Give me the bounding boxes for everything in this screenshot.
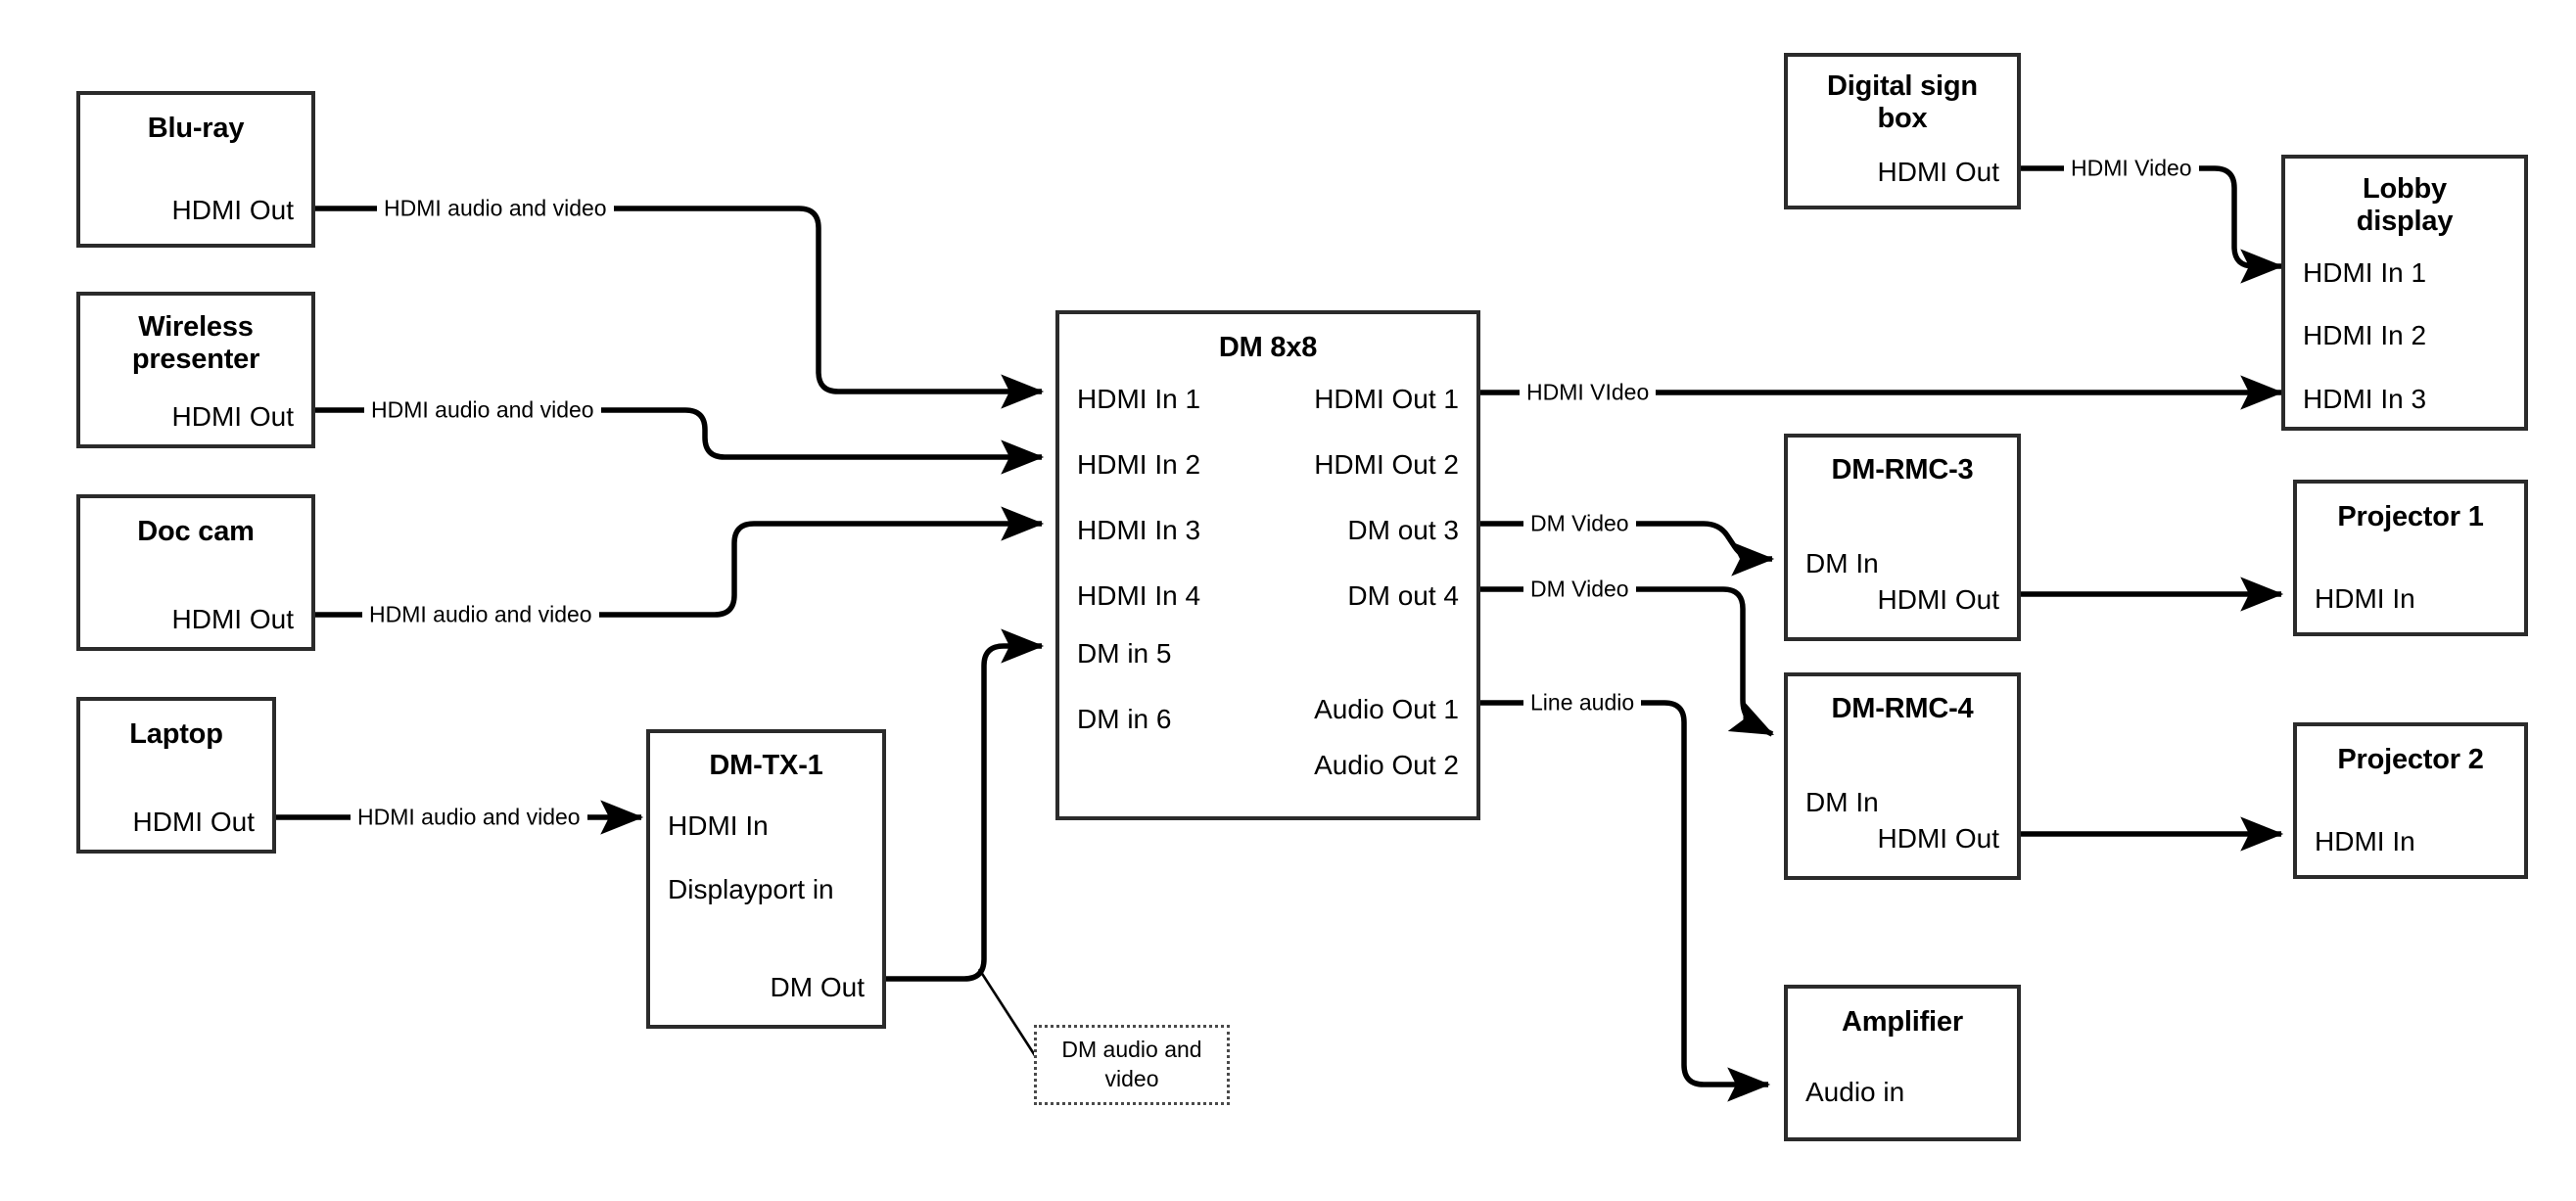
projector-2-port-hdmi-in: HDMI In	[2315, 826, 2415, 856]
wire-label-bluray-to-dm: HDMI audio and video	[377, 197, 614, 220]
wireless-presenter-port-hdmi-out: HDMI Out	[171, 401, 294, 432]
wireless-presenter-title-line1: Wireless	[138, 311, 254, 343]
node-projector-1[interactable]: Projector 1 HDMI In	[2293, 480, 2528, 636]
digital-sign-box-title-line1: Digital sign	[1827, 70, 1978, 102]
callout-leader-line	[977, 968, 1040, 1061]
node-laptop[interactable]: Laptop HDMI Out	[76, 697, 276, 854]
dm-8x8-output-hdmi-out-2: HDMI Out 2	[1314, 449, 1459, 480]
dm-tx-1-port-displayport-in: Displayport in	[668, 874, 834, 904]
wire-label-dm-hdmi-out-1-to-lobby: HDMI VIdeo	[1520, 381, 1657, 404]
lobby-display-port-hdmi-in-3: HDMI In 3	[2303, 384, 2427, 414]
bluray-title: Blu-ray	[147, 113, 245, 144]
wireless-presenter-title-line2: presenter	[131, 344, 260, 375]
wire-label-dm-out-4-to-rmc4: DM Video	[1523, 577, 1636, 601]
dm-8x8-output-dm-out-4: DM out 4	[1347, 580, 1459, 611]
wire-label-laptop-to-dmtx1: HDMI audio and video	[351, 806, 587, 829]
lobby-display-title-line2: display	[2356, 206, 2454, 237]
wire-doccam-to-dm-hdmi-in-3	[315, 506, 1045, 618]
dm-8x8-title: DM 8x8	[1218, 332, 1318, 363]
projector-2-title: Projector 2	[2337, 744, 2484, 775]
dm-8x8-output-audio-out-2: Audio Out 2	[1314, 750, 1459, 780]
wire-label-audio-out-1-to-amplifier: Line audio	[1523, 691, 1642, 715]
wire-audio-out-1-to-amplifier	[1480, 700, 1771, 1102]
digital-sign-box-title-line2: box	[1877, 103, 1928, 134]
projector-1-title: Projector 1	[2337, 501, 2484, 532]
dm-rmc-3-port-dm-in: DM In	[1805, 548, 1879, 578]
wire-label-sign-to-lobby: HDMI Video	[2064, 157, 2199, 180]
wire-sign-to-lobby-hdmi-in-1	[2021, 165, 2284, 284]
dm-8x8-input-dm-in-5: DM in 5	[1077, 638, 1172, 669]
node-dm-rmc-4[interactable]: DM-RMC-4 DM In HDMI Out	[1784, 672, 2021, 880]
wire-label-dm-out-3-to-rmc3: DM Video	[1523, 512, 1636, 535]
wire-label-wireless-to-dm: HDMI audio and video	[364, 398, 601, 422]
wire-dmtx1-to-dm-in-5	[886, 628, 1045, 982]
dm-8x8-output-audio-out-1: Audio Out 1	[1314, 694, 1459, 724]
bluray-port-hdmi-out: HDMI Out	[171, 195, 294, 225]
callout-dm-audio-and-video: DM audio and video	[1034, 1025, 1230, 1105]
digital-sign-box-port-hdmi-out: HDMI Out	[1877, 157, 1999, 187]
node-wireless-presenter[interactable]: Wireless presenter HDMI Out	[76, 292, 315, 448]
wire-dm-out-3-to-rmc3	[1480, 521, 1775, 577]
amplifier-port-audio-in: Audio in	[1805, 1077, 1905, 1107]
dm-rmc-4-port-dm-in: DM In	[1805, 787, 1879, 817]
lobby-display-port-hdmi-in-1: HDMI In 1	[2303, 257, 2427, 288]
dm-8x8-input-hdmi-in-2: HDMI In 2	[1077, 449, 1201, 480]
node-doc-cam[interactable]: Doc cam HDMI Out	[76, 494, 315, 651]
node-dm-rmc-3[interactable]: DM-RMC-3 DM In HDMI Out	[1784, 434, 2021, 641]
dm-tx-1-title: DM-TX-1	[709, 750, 823, 781]
laptop-title: Laptop	[129, 718, 223, 750]
dm-tx-1-port-dm-out: DM Out	[770, 972, 865, 1002]
node-amplifier[interactable]: Amplifier Audio in	[1784, 985, 2021, 1141]
dm-8x8-input-hdmi-in-4: HDMI In 4	[1077, 580, 1201, 611]
doc-cam-title: Doc cam	[137, 516, 255, 547]
doc-cam-port-hdmi-out: HDMI Out	[171, 604, 294, 634]
wire-bluray-to-dm-hdmi-in-1	[315, 206, 1045, 409]
wire-dm-out-4-to-rmc4	[1480, 586, 1774, 737]
dm-8x8-output-hdmi-out-1: HDMI Out 1	[1314, 384, 1459, 414]
dm-8x8-input-dm-in-6: DM in 6	[1077, 704, 1172, 734]
dm-rmc-4-title: DM-RMC-4	[1831, 693, 1974, 724]
node-lobby-display[interactable]: Lobby display HDMI In 1 HDMI In 2 HDMI I…	[2281, 155, 2528, 431]
dm-8x8-input-hdmi-in-3: HDMI In 3	[1077, 515, 1201, 545]
dm-8x8-output-dm-out-3: DM out 3	[1347, 515, 1459, 545]
lobby-display-port-hdmi-in-2: HDMI In 2	[2303, 320, 2427, 350]
node-digital-sign-box[interactable]: Digital sign box HDMI Out	[1784, 53, 2021, 209]
amplifier-title: Amplifier	[1842, 1006, 1963, 1038]
node-dm-8x8[interactable]: DM 8x8 HDMI In 1 HDMI In 2 HDMI In 3 HDM…	[1055, 310, 1480, 820]
wire-label-doccam-to-dm: HDMI audio and video	[362, 603, 599, 626]
dm-rmc-4-port-hdmi-out: HDMI Out	[1877, 823, 1999, 854]
lobby-display-title-line1: Lobby	[2363, 173, 2447, 205]
node-bluray[interactable]: Blu-ray HDMI Out	[76, 91, 315, 248]
node-dm-tx-1[interactable]: DM-TX-1 HDMI In Displayport in DM Out	[646, 729, 886, 1029]
dm-tx-1-port-hdmi-in: HDMI In	[668, 810, 769, 841]
dm-8x8-input-hdmi-in-1: HDMI In 1	[1077, 384, 1201, 414]
laptop-port-hdmi-out: HDMI Out	[132, 807, 255, 837]
node-projector-2[interactable]: Projector 2 HDMI In	[2293, 722, 2528, 879]
projector-1-port-hdmi-in: HDMI In	[2315, 583, 2415, 614]
dm-rmc-3-port-hdmi-out: HDMI Out	[1877, 584, 1999, 615]
wire-wireless-to-dm-hdmi-in-2	[315, 407, 1045, 475]
dm-rmc-3-title: DM-RMC-3	[1831, 454, 1974, 485]
